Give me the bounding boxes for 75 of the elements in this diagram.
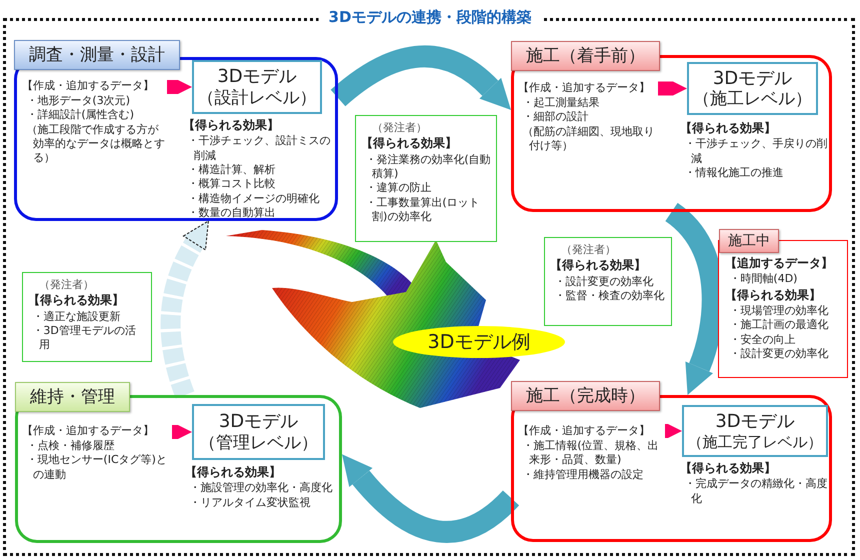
- arrow: [658, 82, 687, 96]
- bullet-text: ・施設管理の効率化・高度化: [188, 481, 334, 496]
- bullet-text: ・3D管理モデルの活用: [31, 324, 137, 353]
- model-title: 3Dモデル: [217, 66, 297, 88]
- effect-heading: 【得られる効果】: [183, 117, 279, 134]
- arrow: [330, 46, 512, 109]
- effect-heading: 【得られる効果】: [725, 286, 821, 304]
- model-title: 3Dモデル: [715, 411, 795, 433]
- data-heading: 【作成・追加するデータ】: [22, 423, 154, 439]
- client-label: （発注者）: [560, 242, 616, 258]
- bullet-text: ・発注業務の効率化(自動積算): [364, 152, 491, 182]
- bullet-text: ・概算コスト比較: [186, 177, 276, 192]
- bullet-text: ・設計変更の効率化: [728, 346, 830, 362]
- arrow: [167, 80, 192, 94]
- bullet-text: ・情報化施工の推進: [683, 166, 784, 180]
- effect-heading: 【追加するデータ】: [725, 255, 833, 272]
- benefit-box: [355, 115, 497, 242]
- data-heading: 【作成・追加するデータ】: [22, 78, 154, 94]
- bullet-text: ・違算の防止: [364, 181, 432, 196]
- bullet-text: ・維持管理用機器の設定: [521, 468, 644, 482]
- bullet-text: ・点検・補修履歴: [25, 438, 116, 454]
- bullet-text: （施工段階で作成する方が効率的なデータは概略とする）: [25, 122, 166, 166]
- effect-heading: 【得られる効果】: [28, 292, 124, 310]
- bullet-text: ・起工測量結果: [521, 96, 600, 110]
- bullet-text: ・現場管理の効率化: [728, 304, 830, 318]
- effect-heading: 【得られる効果】: [185, 464, 281, 481]
- benefit-box: [544, 237, 672, 326]
- arrow: [665, 424, 682, 438]
- model-box: [687, 62, 818, 115]
- data-heading: 【作成・追加するデータ】: [518, 423, 650, 439]
- bullet-text: ・数量の自動算出: [186, 206, 276, 220]
- bullet-text: ・安全の向上: [728, 332, 796, 347]
- model-title: （管理レベル）: [199, 432, 318, 453]
- stage-tab: 施工（着手前）: [511, 41, 660, 71]
- bullet-text: ・施工情報(位置、規格、出来形・品質、数量): [521, 438, 660, 468]
- model-title: 3Dモデル: [712, 68, 792, 90]
- bullet-text: ・完成データの精緻化・高度化: [683, 477, 828, 506]
- bullet-text: ・干渉チェック、手戻りの削減: [683, 137, 828, 166]
- model-title: （設計レベル）: [198, 88, 316, 108]
- arrow: [172, 425, 192, 439]
- bullet-text: ・細部の設計: [521, 110, 590, 125]
- model-box: [192, 60, 322, 114]
- bullet-text: ・時間軸(4D): [728, 272, 798, 287]
- stage-tab: 調査・測量・設計: [14, 40, 180, 70]
- bullet-text: ・構造計算、解析: [186, 162, 276, 178]
- bullet-text: ・現地センサー(ICタグ等)との連動: [25, 453, 168, 482]
- model-box: [682, 405, 828, 457]
- benefit-box: [22, 272, 152, 362]
- data-heading: 【作成・追加するデータ】: [518, 80, 650, 96]
- stage-tab: 施工中: [719, 229, 779, 253]
- bullet-text: ・工事数量算出(ロット割)の効率化: [364, 196, 481, 224]
- model-title: 3Dモデル: [218, 411, 298, 433]
- client-label: （発注者）: [371, 120, 427, 136]
- model-title: （施工完了レベル）: [688, 432, 822, 451]
- effect-heading: 【得られる効果】: [361, 135, 457, 152]
- bullet-text: ・リアルタイム変状監視: [188, 496, 312, 510]
- bullet-text: ・構造物イメージの明確化: [186, 192, 320, 206]
- model-box: [192, 404, 325, 460]
- bullet-text: ・監督・検査の効率化: [553, 289, 666, 304]
- caption-ellipse: 3Dモデル例: [393, 326, 565, 358]
- bullet-text: ・干渉チェック、設計ミスの削減: [186, 134, 332, 163]
- effect-heading: 【得られる効果】: [680, 120, 776, 137]
- bullet-text: （配筋の詳細図、現地取り付け等）: [521, 124, 656, 154]
- bullet-text: ・施工計画の最適化: [728, 318, 830, 333]
- effect-heading: 【得られる効果】: [680, 460, 776, 477]
- bullet-text: ・地形データ(3次元): [25, 94, 131, 108]
- effect-heading: 【得られる効果】: [550, 257, 646, 274]
- bullet-text: ・詳細設計(属性含む): [25, 108, 135, 123]
- stage-tab: 施工（完成時）: [511, 381, 660, 411]
- client-label: （発注者）: [38, 277, 94, 292]
- bullet-text: ・設計変更の効率化: [553, 274, 654, 290]
- arrow: [160, 220, 208, 398]
- model-title: （施工レベル）: [693, 89, 812, 110]
- bullet-text: ・適正な施設更新: [31, 310, 122, 324]
- stage-tab: 維持・管理: [15, 382, 130, 412]
